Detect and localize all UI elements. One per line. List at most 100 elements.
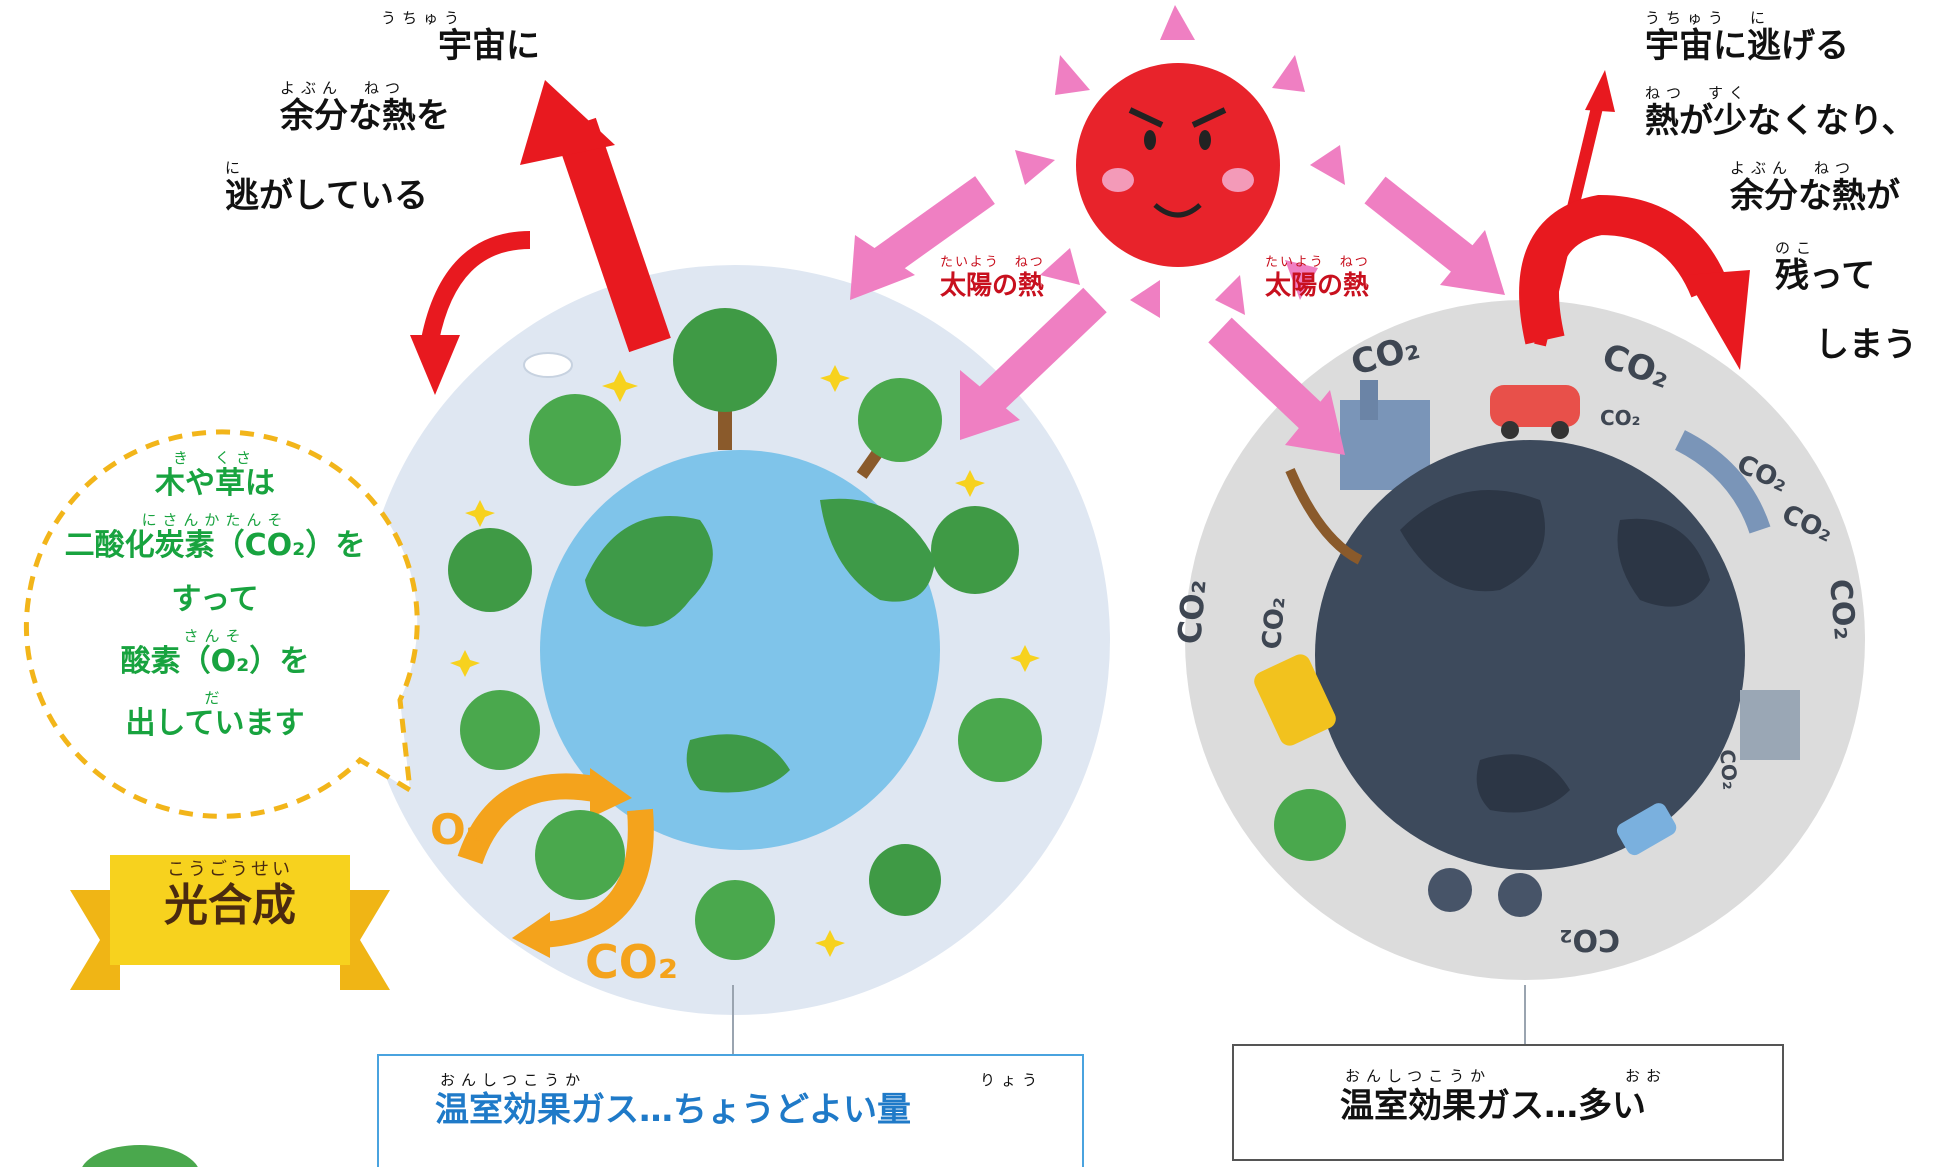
right-annotation: うちゅう に 宇宙に逃げる xyxy=(1645,10,1849,66)
speech-bubble xyxy=(23,429,420,819)
sun-eye xyxy=(1144,130,1156,150)
annotation-line: 宇宙に xyxy=(438,26,540,66)
leaf-icon xyxy=(82,1145,198,1167)
sparkles xyxy=(450,365,1040,957)
right-annotation: しまう xyxy=(1815,325,1917,365)
sun-brow xyxy=(1191,107,1227,128)
tree xyxy=(673,308,777,450)
tree xyxy=(869,844,941,916)
ruby: ねつ すく xyxy=(1645,84,1751,102)
tree xyxy=(958,698,1042,782)
right-annotation: ねつ すく 熱が少なくなり、 xyxy=(1645,85,1916,141)
annotation-line: 余分な熱が xyxy=(1730,176,1900,216)
continent xyxy=(1476,754,1570,813)
heat-label: 太陽の熱 xyxy=(1265,271,1370,301)
right-box-text: おんしつこうか おお 温室効果ガス…多い xyxy=(1340,1067,1661,1126)
continent xyxy=(1617,518,1710,607)
ruby: おんしつこうか xyxy=(440,1071,587,1089)
tree xyxy=(535,810,625,900)
photosynthesis-ribbon xyxy=(70,855,390,990)
dove-icon xyxy=(523,352,573,378)
ruby: き くさ xyxy=(172,449,257,467)
can-icon xyxy=(1616,803,1677,856)
right-status-box xyxy=(1232,1044,1784,1161)
bubble-line: 酸素（O₂）を xyxy=(120,644,310,679)
ruby: にさんかたんそ xyxy=(141,511,289,529)
co2-tag: CO₂ xyxy=(1715,748,1742,790)
co2-tag: CO₂ xyxy=(1559,922,1620,957)
continent xyxy=(686,734,790,793)
escape-arrows xyxy=(410,70,1750,395)
status-label: 温室効果ガス…ちょうどよい量 xyxy=(435,1090,911,1130)
cycle-co2-label: CO₂ xyxy=(585,935,679,989)
continent xyxy=(1400,490,1545,592)
right-annotation: のこ 残って xyxy=(1775,240,1875,296)
tree xyxy=(448,528,532,612)
continent xyxy=(820,498,935,602)
sun-eye xyxy=(1199,130,1211,150)
ruby: よぶん ねつ xyxy=(1730,159,1857,177)
dead-tree-icon xyxy=(1285,468,1363,565)
ruby: だ xyxy=(204,689,226,707)
sun-rays xyxy=(1015,5,1345,318)
annotation-line: 逃がしている xyxy=(225,176,428,216)
annotation-line: 熱が少なくなり、 xyxy=(1645,101,1916,141)
annotation-line: しまう xyxy=(1815,325,1917,365)
ruby: たいよう ねつ xyxy=(940,255,1045,270)
ribbon-label: こうごうせい 光合成 xyxy=(110,859,350,934)
tree xyxy=(1274,789,1346,861)
heat-arrow xyxy=(870,176,995,279)
co2-tag: CO₂ xyxy=(1257,596,1291,651)
smokestack xyxy=(1674,430,1771,534)
bubble-line: 出しています xyxy=(125,706,305,741)
bubble-text: き くさ 木や草は にさんかたんそ 二酸化炭素（CO₂）を すって さんそ 酸素… xyxy=(40,450,390,742)
continent xyxy=(585,516,713,627)
tree-ring xyxy=(448,308,1042,960)
bus-icon xyxy=(1254,654,1336,746)
smoke-icon xyxy=(1498,873,1542,917)
tree xyxy=(931,506,1019,594)
left-annotation: よぶん ねつ 余分な熱を xyxy=(280,80,450,136)
cycle-arrowhead xyxy=(512,912,550,958)
heat-label: 太陽の熱 xyxy=(940,271,1045,301)
co2-tag: CO₂ xyxy=(1170,578,1213,646)
right-annotation: よぶん ねつ 余分な熱が xyxy=(1730,160,1900,216)
ruby: たいよう ねつ xyxy=(1265,255,1370,270)
ruby: おんしつこうか xyxy=(1345,1067,1492,1085)
left-annotation: に 逃がしている xyxy=(225,160,428,216)
left-annotation: うちゅう 宇宙に xyxy=(210,10,540,66)
ruby: うちゅう に xyxy=(1645,9,1772,27)
car-icon xyxy=(1490,385,1580,439)
ruby: こうごうせい xyxy=(167,859,293,880)
ruby: りょう xyxy=(980,1071,1044,1089)
smoke-icon xyxy=(1428,868,1472,912)
annotation-line: 余分な熱を xyxy=(280,96,450,136)
bubble-line: 木や草は xyxy=(155,466,275,501)
sun-heat-label-left: たいよう ねつ 太陽の熱 xyxy=(940,255,1045,301)
ruby: のこ xyxy=(1775,239,1818,257)
sun-heat-label-right: たいよう ねつ 太陽の熱 xyxy=(1265,255,1370,301)
annotation-line: 宇宙に逃げる xyxy=(1645,26,1849,66)
tree xyxy=(695,880,775,960)
cycle-arrow-bottom xyxy=(539,808,654,948)
ruby: に xyxy=(225,159,247,177)
cycle-arrowhead xyxy=(590,768,632,818)
heat-arrows xyxy=(850,176,1505,455)
ruby: さんそ xyxy=(183,627,247,645)
sun-brow xyxy=(1128,107,1164,128)
ruby: うちゅう xyxy=(380,9,465,27)
cycle-o2-label: O₂ xyxy=(430,805,485,854)
heat-arrow xyxy=(1364,176,1481,279)
sun-mouth xyxy=(1153,203,1202,218)
left-box-text: おんしつこうか りょう 温室効果ガス…ちょうどよい量 xyxy=(435,1071,1037,1130)
ruby: よぶん ねつ xyxy=(280,79,407,97)
tree xyxy=(460,690,540,770)
left-status-box xyxy=(377,1054,1084,1167)
tree xyxy=(529,394,621,486)
truck-icon xyxy=(1740,690,1800,760)
sun-cheek xyxy=(1102,168,1134,192)
sun-cheek xyxy=(1222,168,1254,192)
tree xyxy=(856,378,942,479)
co2-tag: CO₂ xyxy=(1822,578,1862,641)
